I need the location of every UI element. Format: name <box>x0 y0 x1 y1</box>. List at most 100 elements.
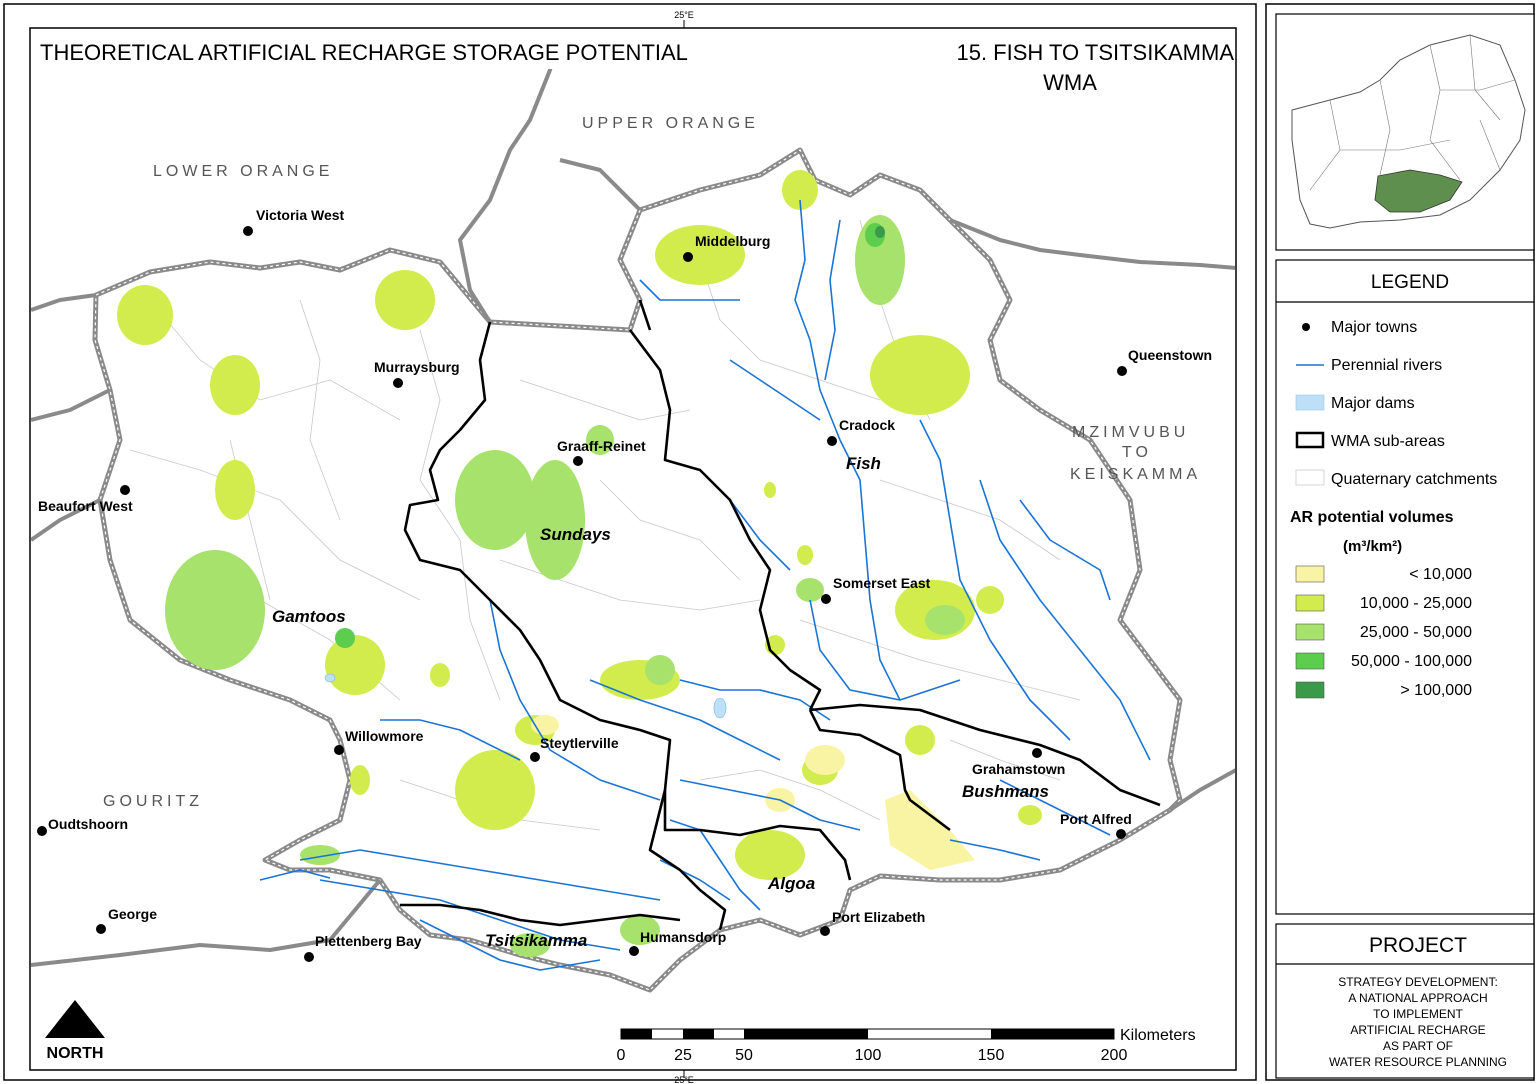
town-grahamstown[interactable]: Grahamstown <box>972 748 1065 777</box>
legend: LEGEND Major towns Perennial rivers Majo… <box>1275 259 1535 915</box>
svg-text:Port Alfred: Port Alfred <box>1060 811 1132 827</box>
scale-tick-200: 200 <box>1101 1047 1128 1064</box>
ar-potential-areas <box>117 170 1042 957</box>
neighbour-boundaries <box>31 29 1235 967</box>
ar-class-label: 25,000 - 50,000 <box>1360 624 1472 641</box>
svg-text:Middelburg: Middelburg <box>695 233 770 249</box>
scale-tick-100: 100 <box>855 1047 882 1064</box>
label-bushmans: Bushmans <box>962 782 1049 801</box>
label-lower-orange: LOWER ORANGE <box>153 163 333 180</box>
ar-class-label: < 10,000 <box>1409 566 1472 583</box>
neighbour-labels: UPPER ORANGE LOWER ORANGE GOURITZ MZIMVU… <box>103 115 1201 810</box>
side-panel: LEGEND Major towns Perennial rivers Majo… <box>1265 3 1535 1081</box>
label-gouritz: GOURITZ <box>103 793 203 810</box>
town-humansdorp[interactable]: Humansdorp <box>629 929 726 956</box>
ar-classes: < 10,000 10,000 - 25,000 25,000 - 50,000 50… <box>1295 565 1472 699</box>
town-queenstown[interactable]: Queenstown <box>1117 347 1212 376</box>
meridian-label-bottom: 25°E <box>674 1075 694 1084</box>
svg-text:Steytlerville: Steytlerville <box>540 735 619 751</box>
svg-text:Cradock: Cradock <box>839 417 895 433</box>
project-line-6: WATER RESOURCE PLANNING <box>1329 1055 1507 1069</box>
map-titles: THEORETICAL ARTIFICIAL RECHARGE STORAGE … <box>31 29 1235 99</box>
label-sundays: Sundays <box>540 525 611 544</box>
north-arrow-icon <box>45 1000 105 1038</box>
town-cradock[interactable]: Cradock <box>827 417 895 446</box>
svg-text:George: George <box>108 906 157 922</box>
major-dams <box>324 673 727 719</box>
town-oudtshoorn[interactable]: Oudtshoorn <box>37 816 128 836</box>
svg-text:Victoria West: Victoria West <box>256 207 345 223</box>
map-title: THEORETICAL ARTIFICIAL RECHARGE STORAGE … <box>40 40 688 65</box>
ar-class-swatch <box>1295 623 1325 641</box>
town-murraysburg[interactable]: Murraysburg <box>374 359 460 388</box>
scale-bar: 0 25 50 100 150 200 Kilometers <box>617 1027 1196 1064</box>
svg-text:Plettenberg Bay: Plettenberg Bay <box>315 933 422 949</box>
town-george[interactable]: George <box>96 906 157 934</box>
meridian-label-top: 25°E <box>674 10 694 20</box>
project-title: PROJECT <box>1369 934 1467 957</box>
svg-text:Queenstown: Queenstown <box>1128 347 1212 363</box>
project-line-5: AS PART OF <box>1383 1039 1453 1053</box>
legend-ar-title: AR potential volumes <box>1290 509 1454 526</box>
svg-text:Willowmore: Willowmore <box>345 728 424 744</box>
town-steytlerville[interactable]: Steytlerville <box>530 735 619 762</box>
legend-item-major-dams: Major dams <box>1331 395 1415 412</box>
svg-text:Grahamstown: Grahamstown <box>972 761 1065 777</box>
town-beaufort-west[interactable]: Beaufort West <box>38 485 133 514</box>
major-towns-icon <box>1302 323 1310 331</box>
major-dams-icon <box>1295 394 1325 411</box>
wma-title-line2: WMA <box>1043 70 1097 95</box>
north-arrow: NORTH <box>45 1000 105 1062</box>
scale-tick-150: 150 <box>978 1047 1005 1064</box>
project-line-2: A NATIONAL APPROACH <box>1348 991 1487 1005</box>
label-mzimvubu: MZIMVUBU <box>1072 424 1189 441</box>
town-graaff-reinet[interactable]: Graaff-Reinet <box>557 438 646 466</box>
label-keiskamma: KEISKAMMA <box>1070 466 1201 483</box>
svg-text:Oudtshoorn: Oudtshoorn <box>48 816 128 832</box>
ar-class-swatch <box>1295 681 1325 699</box>
town-willowmore[interactable]: Willowmore <box>334 728 424 755</box>
ar-class-label: 10,000 - 25,000 <box>1360 595 1472 612</box>
label-gamtoos: Gamtoos <box>272 607 346 626</box>
wma-sub-areas-icon <box>1295 431 1325 449</box>
inset-highlight-region <box>1374 169 1463 213</box>
town-port-alfred[interactable]: Port Alfred <box>1060 811 1132 839</box>
town-victoria-west[interactable]: Victoria West <box>243 207 345 236</box>
svg-text:Beaufort West: Beaufort West <box>38 498 133 514</box>
project-line-4: ARTIFICIAL RECHARGE <box>1350 1023 1485 1037</box>
quaternary-catchments-icon <box>1295 469 1325 486</box>
legend-ar-units: (m³/km²) <box>1343 538 1402 555</box>
sub-area-labels: Gamtoos Sundays Fish Bushmans Algoa Tsit… <box>272 454 1049 950</box>
town-plettenberg-bay[interactable]: Plettenberg Bay <box>304 933 422 962</box>
legend-item-perennial-rivers: Perennial rivers <box>1331 357 1442 374</box>
scale-tick-0: 0 <box>617 1047 626 1064</box>
ar-class-swatch <box>1295 565 1325 583</box>
town-middelburg[interactable]: Middelburg <box>683 233 770 262</box>
svg-text:Graaff-Reinet: Graaff-Reinet <box>557 438 646 454</box>
project-box: PROJECT STRATEGY DEVELOPMENT: A NATIONAL… <box>1275 923 1535 1079</box>
label-fish: Fish <box>846 454 881 473</box>
legend-item-wma-sub-areas: WMA sub-areas <box>1331 433 1445 450</box>
north-label: NORTH <box>47 1045 104 1062</box>
project-line-3: TO IMPLEMENT <box>1373 1007 1463 1021</box>
svg-text:Humansdorp: Humansdorp <box>640 929 726 945</box>
ar-class-label: > 100,000 <box>1400 682 1472 699</box>
svg-text:Port Elizabeth: Port Elizabeth <box>832 909 925 925</box>
scale-unit: Kilometers <box>1120 1027 1196 1044</box>
ar-class-label: 50,000 - 100,000 <box>1351 653 1472 670</box>
label-algoa: Algoa <box>767 874 815 893</box>
ar-class-swatch <box>1295 652 1325 670</box>
label-upper-orange: UPPER ORANGE <box>582 115 759 132</box>
scale-tick-50: 50 <box>735 1047 753 1064</box>
legend-item-major-towns: Major towns <box>1331 319 1417 336</box>
label-tsitsikamma: Tsitsikamma <box>485 931 587 950</box>
inset-map <box>1275 13 1535 251</box>
towns: Victoria West Middelburg Murraysburg Que… <box>37 207 1212 962</box>
ar-class-swatch <box>1295 594 1325 612</box>
wma-sub-areas <box>400 299 1161 931</box>
legend-item-quaternary-catchments: Quaternary catchments <box>1331 471 1497 488</box>
svg-text:Somerset East: Somerset East <box>833 575 931 591</box>
svg-text:Murraysburg: Murraysburg <box>374 359 460 375</box>
town-somerset-east[interactable]: Somerset East <box>821 575 931 604</box>
town-port-elizabeth[interactable]: Port Elizabeth <box>820 909 925 936</box>
